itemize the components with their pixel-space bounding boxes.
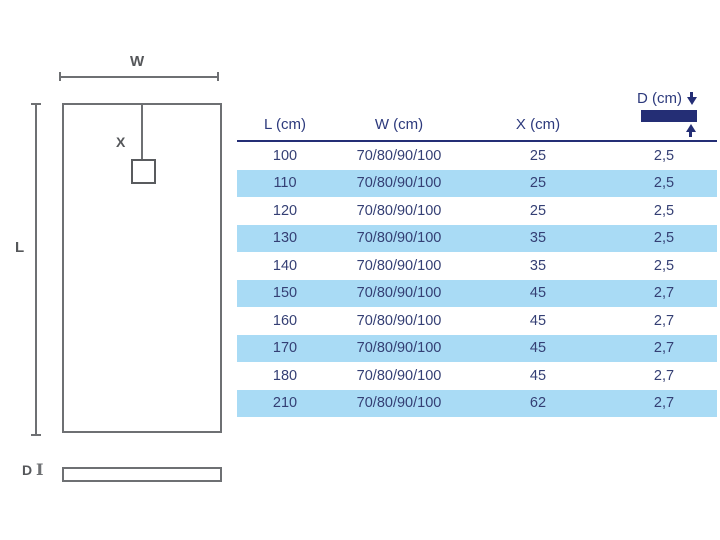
table-cell: 180 — [272, 367, 298, 384]
table-cell: 2,7 — [653, 312, 675, 329]
table-cell: 70/80/90/100 — [356, 367, 442, 384]
table-row: 150 70/80/90/100 45 2,7 — [237, 279, 717, 307]
table-cell: 45 — [529, 285, 547, 302]
table-cell: 35 — [529, 230, 547, 247]
table-cell: 100 — [272, 147, 298, 164]
width-dimension-line — [60, 76, 219, 78]
table-cell: 70/80/90/100 — [356, 230, 442, 247]
down-arrow-icon — [686, 92, 697, 105]
column-header-drain: X (cm) — [515, 116, 561, 133]
table-cell: 2,5 — [653, 257, 675, 274]
table-cell: 45 — [529, 340, 547, 357]
length-dimension-line — [35, 104, 37, 435]
table-cell: 70/80/90/100 — [356, 147, 442, 164]
column-header-depth-label: D (cm) — [637, 90, 682, 107]
table-cell: 210 — [272, 395, 298, 412]
drain-position-label: X — [116, 134, 126, 150]
dimensions-table: L (cm) W (cm) X (cm) D (cm) 100 70/80/90/… — [237, 88, 717, 417]
table-cell: 130 — [272, 230, 298, 247]
column-header-width: W (cm) — [374, 116, 424, 133]
length-dimension-tick-top — [31, 103, 41, 105]
table-cell: 62 — [529, 395, 547, 412]
table-cell: 70/80/90/100 — [356, 202, 442, 219]
table-row: 100 70/80/90/100 25 2,5 — [237, 142, 717, 170]
table-cell: 2,7 — [653, 395, 675, 412]
tray-diagram: W L X D I — [0, 0, 235, 540]
table-cell: 35 — [529, 257, 547, 274]
width-dimension-label: W — [130, 53, 145, 70]
length-dimension-label: L — [15, 239, 25, 256]
table-row: 140 70/80/90/100 35 2,5 — [237, 252, 717, 280]
depth-tick-icon: I — [36, 460, 44, 479]
table-cell: 2,5 — [653, 147, 675, 164]
table-row: 130 70/80/90/100 35 2,5 — [237, 224, 717, 252]
table-row: 160 70/80/90/100 45 2,7 — [237, 307, 717, 335]
table-cell: 2,7 — [653, 285, 675, 302]
up-arrow-icon — [685, 124, 696, 137]
depth-bar-glyph — [641, 110, 697, 122]
table-cell: 70/80/90/100 — [356, 285, 442, 302]
table-row: 120 70/80/90/100 25 2,5 — [237, 197, 717, 225]
table-header-row: L (cm) W (cm) X (cm) D (cm) — [237, 88, 717, 142]
table-row: 170 70/80/90/100 45 2,7 — [237, 334, 717, 362]
table-cell: 70/80/90/100 — [356, 312, 442, 329]
table-cell: 2,7 — [653, 367, 675, 384]
table-cell: 70/80/90/100 — [356, 340, 442, 357]
table-cell: 160 — [272, 312, 298, 329]
table-cell: 25 — [529, 147, 547, 164]
column-header-length: L (cm) — [264, 116, 306, 133]
depth-header-block: D (cm) — [637, 90, 697, 137]
tray-side-view-outline — [62, 467, 222, 482]
length-dimension-tick-bottom — [31, 434, 41, 436]
table-cell: 45 — [529, 367, 547, 384]
depth-dimension-label: D — [22, 462, 33, 478]
table-body: 100 70/80/90/100 25 2,5 110 70/80/90/100 25 2,5… — [237, 142, 717, 417]
drain-offset-line — [141, 105, 143, 170]
table-cell: 140 — [272, 257, 298, 274]
table-cell: 170 — [272, 340, 298, 357]
table-cell: 25 — [529, 202, 547, 219]
table-cell: 2,5 — [653, 175, 675, 192]
table-cell: 45 — [529, 312, 547, 329]
table-cell: 70/80/90/100 — [356, 395, 442, 412]
table-cell: 70/80/90/100 — [356, 175, 442, 192]
width-dimension-tick-left — [59, 72, 61, 81]
table-row: 210 70/80/90/100 62 2,7 — [237, 389, 717, 417]
table-cell: 25 — [529, 175, 547, 192]
column-header-depth: D (cm) — [611, 88, 717, 140]
table-cell: 110 — [273, 175, 297, 192]
table-cell: 120 — [272, 202, 298, 219]
table-cell: 2,5 — [653, 202, 675, 219]
table-cell: 70/80/90/100 — [356, 257, 442, 274]
table-cell: 2,5 — [653, 230, 675, 247]
table-cell: 2,7 — [653, 340, 675, 357]
width-dimension-tick-right — [217, 72, 219, 81]
drain-square — [131, 159, 156, 184]
table-row: 180 70/80/90/100 45 2,7 — [237, 362, 717, 390]
table-row: 110 70/80/90/100 25 2,5 — [237, 169, 717, 197]
table-cell: 150 — [272, 285, 298, 302]
